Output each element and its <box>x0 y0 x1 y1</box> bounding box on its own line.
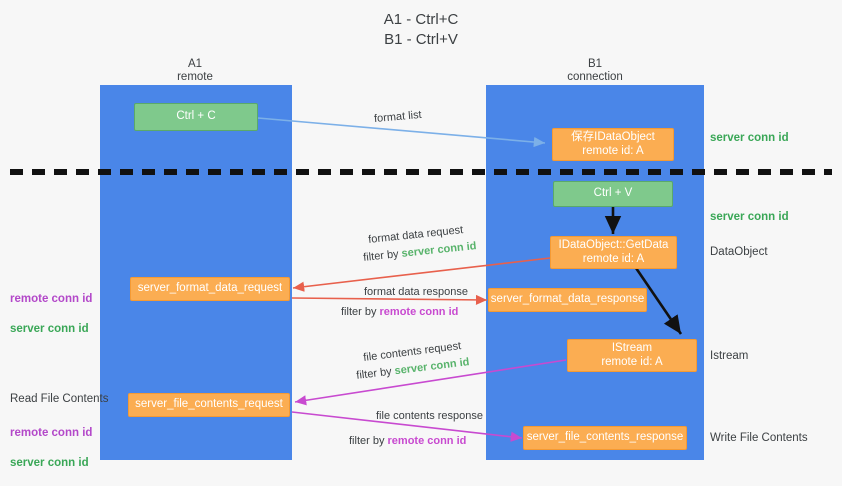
node-istream[interactable]: IStream remote id: A <box>567 339 697 372</box>
edge-label-file-contents-response: file contents response <box>376 410 484 422</box>
remote-conn-id-label: remote conn id <box>10 427 93 439</box>
node-save-idataobject[interactable]: 保存IDataObject remote id: A <box>552 128 674 161</box>
server-conn-id-label: server conn id <box>10 323 89 335</box>
server-conn-id-label: server conn id <box>10 457 89 469</box>
node-idataobject-getdata[interactable]: IDataObject::GetData remote id: A <box>550 236 677 269</box>
edge-label-file-contents-response-filter: filter by remote conn id <box>349 434 466 448</box>
side-label-server-conn-id-top: server conn id <box>710 132 789 144</box>
side-label-dataobject: DataObject <box>710 246 768 258</box>
edge-label-format-list: format list <box>373 108 423 126</box>
node-server-format-data-request[interactable]: server_format_data_request <box>130 277 290 301</box>
node-server-file-contents-request[interactable]: server_file_contents_request <box>128 393 290 417</box>
lane-header-a1: A1 remote <box>177 58 213 83</box>
side-label-conn-ids-top: remote conn id server conn id <box>10 277 92 352</box>
node-server-file-contents-response[interactable]: server_file_contents_response <box>523 426 687 450</box>
page-title: A1 - Ctrl+C B1 - Ctrl+V <box>383 11 459 48</box>
edge-label-format-data-response-filter: filter by remote conn id <box>341 305 458 319</box>
side-label-server-conn-id-second: server conn id <box>710 211 789 223</box>
lane-header-b1: B1 connection <box>567 58 623 83</box>
filter-prefix: filter by <box>355 365 396 382</box>
side-label-conn-ids-bottom: remote conn id server conn id <box>10 411 92 486</box>
side-label-istream: Istream <box>710 350 749 362</box>
filter-prefix: filter by <box>362 247 403 264</box>
remote-conn-id-label: remote conn id <box>10 293 93 305</box>
edge-label-format-data-response: format data response <box>364 286 468 298</box>
server-conn-id-value: server conn id <box>400 240 478 260</box>
remote-conn-id-value: remote conn id <box>387 435 467 447</box>
filter-prefix: filter by <box>349 435 388 447</box>
node-ctrl-v[interactable]: Ctrl + V <box>553 181 673 207</box>
filter-prefix: filter by <box>341 306 380 318</box>
node-server-format-data-response[interactable]: server_format_data_response <box>488 288 647 312</box>
remote-conn-id-value: remote conn id <box>379 306 459 318</box>
node-ctrl-c[interactable]: Ctrl + C <box>134 103 258 131</box>
side-label-write-file-contents: Write File Contents <box>710 432 808 444</box>
side-label-read-file-contents: Read File Contents <box>10 393 109 405</box>
